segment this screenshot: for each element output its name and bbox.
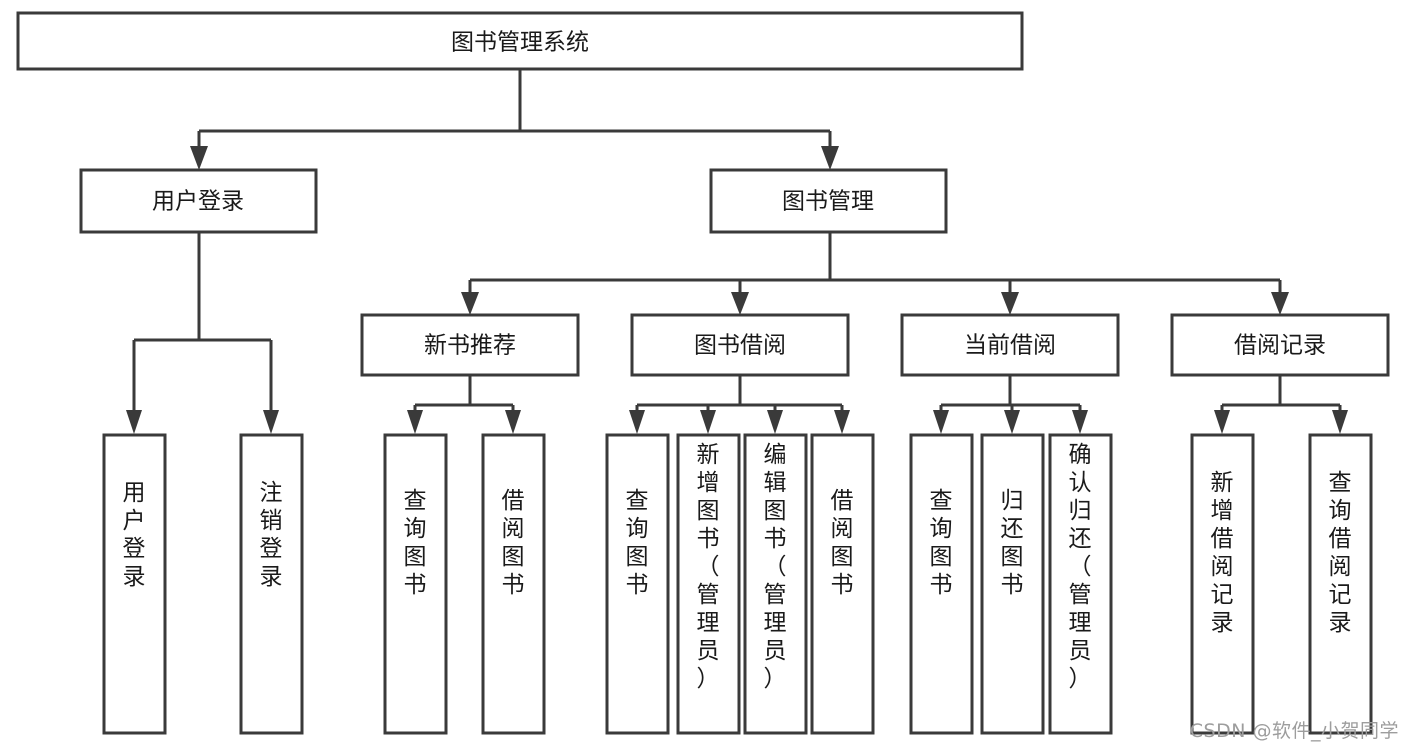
node-borrow-record[interactable]: 借阅记录 [1170,313,1390,377]
node-leaf-query-borrow-record[interactable]: 查询借阅记录 [1308,433,1373,735]
node-leaf-borrow-book-bb[interactable]: 借阅图书 [810,433,875,735]
connector-group-borrow-record-to-leaves [1214,375,1348,434]
arrowhead-current-borrow [1001,292,1019,315]
node-current-borrow-box[interactable] [900,313,1120,377]
node-leaf-query-book-bb-label: 查询图书 [626,488,649,598]
node-leaf-add-borrow-record[interactable]: 新增借阅记录 [1190,433,1255,735]
arrowhead-bb-leaf1 [629,410,645,434]
arrowhead-cb-leaf1 [933,410,949,434]
arrowhead-cb-leaf3 [1072,410,1088,434]
node-book-borrow-label: 图书借阅 [694,333,786,359]
node-leaf-add-borrow-record-label: 新增借阅记录 [1211,470,1234,636]
node-user-login-box[interactable] [79,168,318,234]
connector-group-current-borrow-to-leaves [933,375,1088,434]
node-leaf-query-borrow-record-label: 查询借阅记录 [1329,470,1352,636]
node-leaf-borrow-book-nbr-label: 借阅图书 [502,488,525,598]
node-leaf-query-borrow-record-box[interactable] [1308,433,1373,735]
node-leaf-edit-book-admin[interactable]: 编辑图书（管理员） [743,433,808,735]
node-current-borrow-label: 当前借阅 [964,333,1056,359]
node-leaf-user-login-label: 用户登录 [123,480,146,590]
node-book-borrow-box[interactable] [630,313,850,377]
node-leaf-add-borrow-record-box[interactable] [1190,433,1255,735]
node-leaf-add-book-admin[interactable]: 新增图书（管理员） [676,433,741,735]
node-leaf-borrow-book-bb-label: 借阅图书 [831,488,854,598]
node-user-login-label: 用户登录 [152,189,244,215]
node-leaf-logout[interactable]: 注销登录 [239,433,304,735]
node-leaf-query-book-cb-box[interactable] [909,433,974,735]
node-leaf-return-book-box[interactable] [980,433,1045,735]
connector-group-root-to-level2 [190,69,839,170]
node-new-book-recommend[interactable]: 新书推荐 [360,313,580,377]
node-leaf-borrow-book-nbr-box[interactable] [481,433,546,735]
node-borrow-record-label: 借阅记录 [1234,333,1326,359]
node-leaf-query-book-nbr[interactable]: 查询图书 [383,433,448,735]
arrowhead-br-leaf1 [1214,410,1230,434]
csdn-watermark: CSDN @软件_小贺同学 [1189,720,1399,742]
node-leaf-logout-label: 注销登录 [260,480,283,590]
arrowhead-nbr-leaf1 [407,410,423,434]
node-leaf-add-book-admin-box[interactable] [676,433,741,735]
arrowhead-nbr-leaf2 [505,410,521,434]
arrowhead-user-login [190,146,208,170]
arrowhead-bb-leaf4 [834,410,850,434]
node-root-system-label: 图书管理系统 [451,30,589,56]
arrowhead-leaf-user-login [126,410,142,434]
node-leaf-edit-book-admin-box[interactable] [743,433,808,735]
node-book-management-label: 图书管理 [782,189,874,215]
node-leaf-user-login-box[interactable] [102,433,167,735]
arrowhead-bb-leaf3 [767,410,783,434]
node-book-management-box[interactable] [709,168,948,234]
connector-group-book-mgmt-to-level3 [461,232,1289,315]
node-leaf-query-book-nbr-label: 查询图书 [404,488,427,598]
node-leaf-query-book-nbr-box[interactable] [383,433,448,735]
node-leaf-return-book[interactable]: 归还图书 [980,433,1045,735]
node-borrow-record-box[interactable] [1170,313,1390,377]
arrowhead-cb-leaf2 [1004,410,1020,434]
arrowhead-borrow-record [1271,292,1289,315]
node-book-borrow[interactable]: 图书借阅 [630,313,850,377]
node-new-book-recommend-label: 新书推荐 [424,333,516,359]
node-book-management[interactable]: 图书管理 [709,168,948,234]
arrowhead-bb-leaf2 [700,410,716,434]
node-user-login[interactable]: 用户登录 [79,168,318,234]
node-current-borrow[interactable]: 当前借阅 [900,313,1120,377]
node-leaf-return-book-label: 归还图书 [1001,488,1024,598]
node-leaf-query-book-cb-label: 查询图书 [930,488,953,598]
node-leaf-edit-book-admin-label: 编辑图书（管理员） [764,442,787,692]
connector-group-book-borrow-to-leaves [629,375,850,434]
node-root-system[interactable]: 图书管理系统 [16,11,1024,71]
arrowhead-leaf-logout [263,410,279,434]
node-leaf-borrow-book-bb-box[interactable] [810,433,875,735]
node-leaf-borrow-book-nbr[interactable]: 借阅图书 [481,433,546,735]
arrowhead-new-book-rec [461,292,479,315]
node-leaf-add-book-admin-label: 新增图书（管理员） [697,442,720,692]
connector-group-new-book-rec-to-leaves [407,375,521,434]
node-leaf-logout-box[interactable] [239,433,304,735]
node-leaf-confirm-return-admin-box[interactable] [1048,433,1113,735]
node-root-system-box[interactable] [16,11,1024,71]
node-new-book-recommend-box[interactable] [360,313,580,377]
node-leaf-confirm-return-admin[interactable]: 确认归还（管理员） [1048,433,1113,735]
arrowhead-book-borrow [731,292,749,315]
node-leaf-confirm-return-admin-label: 确认归还（管理员） [1069,442,1092,692]
node-leaf-query-book-bb[interactable]: 查询图书 [605,433,670,735]
arrowhead-book-mgmt [821,146,839,170]
arrowhead-br-leaf2 [1332,410,1348,434]
node-leaf-query-book-cb[interactable]: 查询图书 [909,433,974,735]
connector-group-user-login-to-leaves [126,232,279,434]
node-leaf-user-login[interactable]: 用户登录 [102,433,167,735]
node-leaf-query-book-bb-box[interactable] [605,433,670,735]
